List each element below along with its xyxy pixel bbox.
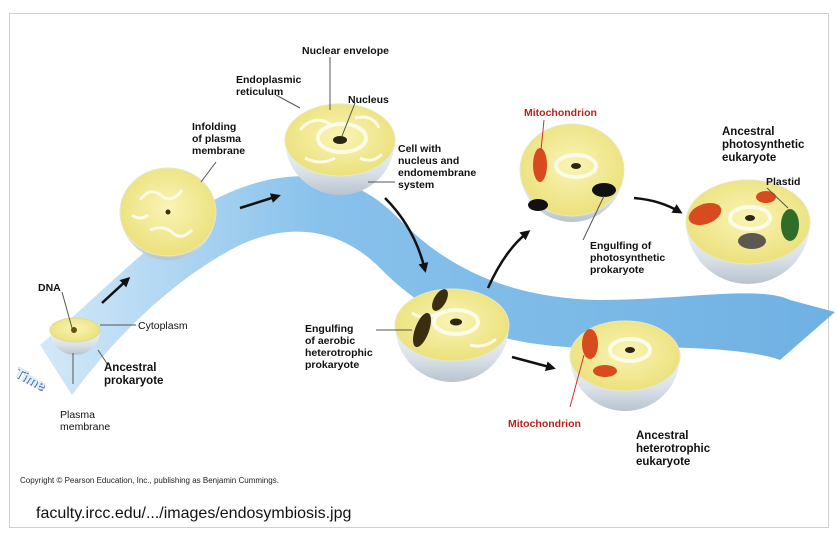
label-ancestral-prokaryote: Ancestral prokaryote	[104, 362, 163, 388]
label-mitochondrion-bottom: Mitochondrion	[508, 418, 581, 430]
cell-ancestral-photosynthetic	[686, 180, 810, 284]
label-infolding: Infolding of plasma membrane	[192, 121, 245, 157]
copyright-text: Copyright © Pearson Education, Inc., pub…	[20, 476, 279, 485]
arrow-5	[512, 357, 553, 368]
label-nuclear-envelope: Nuclear envelope	[302, 45, 389, 57]
label-plasma-membrane: Plasma membrane	[60, 409, 110, 433]
label-endoplasmic-reticulum: Endoplasmic reticulum	[236, 74, 301, 98]
source-caption: faculty.ircc.edu/.../images/endosymbiosi…	[36, 505, 351, 523]
plastid-shape	[781, 209, 799, 241]
arrow-4	[488, 232, 528, 288]
photosynthetic-engulfed	[528, 199, 548, 211]
cell-ancestral-heterotrophic	[570, 321, 680, 411]
label-nucleus: Nucleus	[348, 94, 389, 106]
label-ancestral-photosynthetic: Ancestral photosynthetic eukaryote	[722, 126, 804, 165]
mitochondrion-shape	[533, 148, 547, 182]
label-engulfing-photosynthetic: Engulfing of photosynthetic prokaryote	[590, 240, 665, 276]
arrow-6	[634, 198, 680, 212]
label-cell-with-nucleus: Cell with nucleus and endomembrane syste…	[398, 143, 476, 191]
label-ancestral-heterotrophic: Ancestral heterotrophic eukaryote	[636, 430, 710, 469]
label-plastid: Plastid	[766, 176, 800, 188]
label-dna: DNA	[38, 282, 61, 294]
label-engulfing-aerobic: Engulfing of aerobic heterotrophic proka…	[305, 323, 373, 371]
label-cytoplasm: Cytoplasm	[138, 320, 188, 332]
cell-engulfing-photosynthetic	[520, 124, 624, 222]
cell-engulfing-aerobic	[395, 287, 509, 382]
nucleus	[333, 136, 347, 144]
label-mitochondrion-top: Mitochondrion	[524, 107, 597, 119]
photosynthetic-prokaryote	[592, 183, 616, 197]
